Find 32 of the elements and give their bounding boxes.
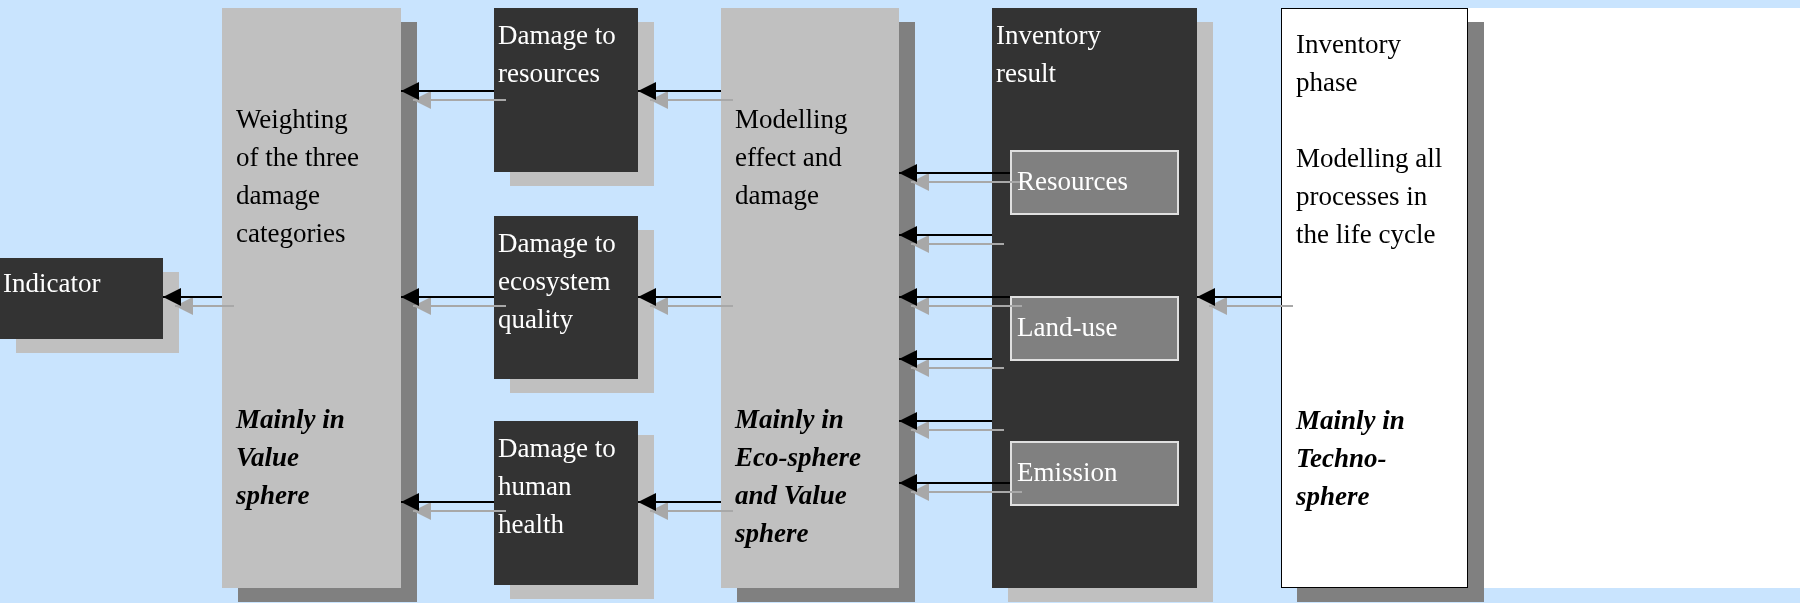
box-label: Emission [1017, 456, 1119, 489]
box-label: Resources [1017, 165, 1129, 198]
arrow [637, 288, 722, 306]
sphere-note: Mainly in Value sphere [236, 403, 346, 512]
arrow [637, 82, 722, 100]
arrow [637, 493, 722, 511]
arrow [898, 474, 1011, 492]
box-label: Weighting of the three damage categories [236, 103, 360, 250]
arrow [898, 164, 1011, 182]
category-box [1010, 441, 1179, 506]
box-label: Inventory result [996, 19, 1102, 90]
box-label: Inventory phase [1296, 28, 1402, 99]
arrow [898, 350, 993, 368]
box-label: Modelling effect and damage [735, 103, 849, 212]
box-label: Land-use [1017, 311, 1119, 344]
box-label: Indicator [3, 267, 102, 300]
arrow [400, 288, 495, 306]
arrow [898, 288, 1011, 306]
box-label: Damage to human health [498, 432, 617, 541]
box-label: Damage to resources [498, 19, 617, 90]
sphere-note: Mainly in Techno-sphere [1296, 404, 1406, 513]
box-label: Damage to ecosystem quality [498, 227, 617, 336]
arrow [162, 288, 223, 306]
arrow [898, 412, 993, 430]
arrow [898, 226, 993, 244]
arrow [400, 82, 495, 100]
arrow [400, 493, 495, 511]
arrow [1196, 288, 1282, 306]
sphere-note: Mainly in Eco-sphere and Value sphere [735, 403, 862, 550]
category-box [1010, 150, 1179, 215]
box-label: Modelling all processes in the life cycle [1296, 142, 1444, 251]
category-box [1010, 296, 1179, 361]
